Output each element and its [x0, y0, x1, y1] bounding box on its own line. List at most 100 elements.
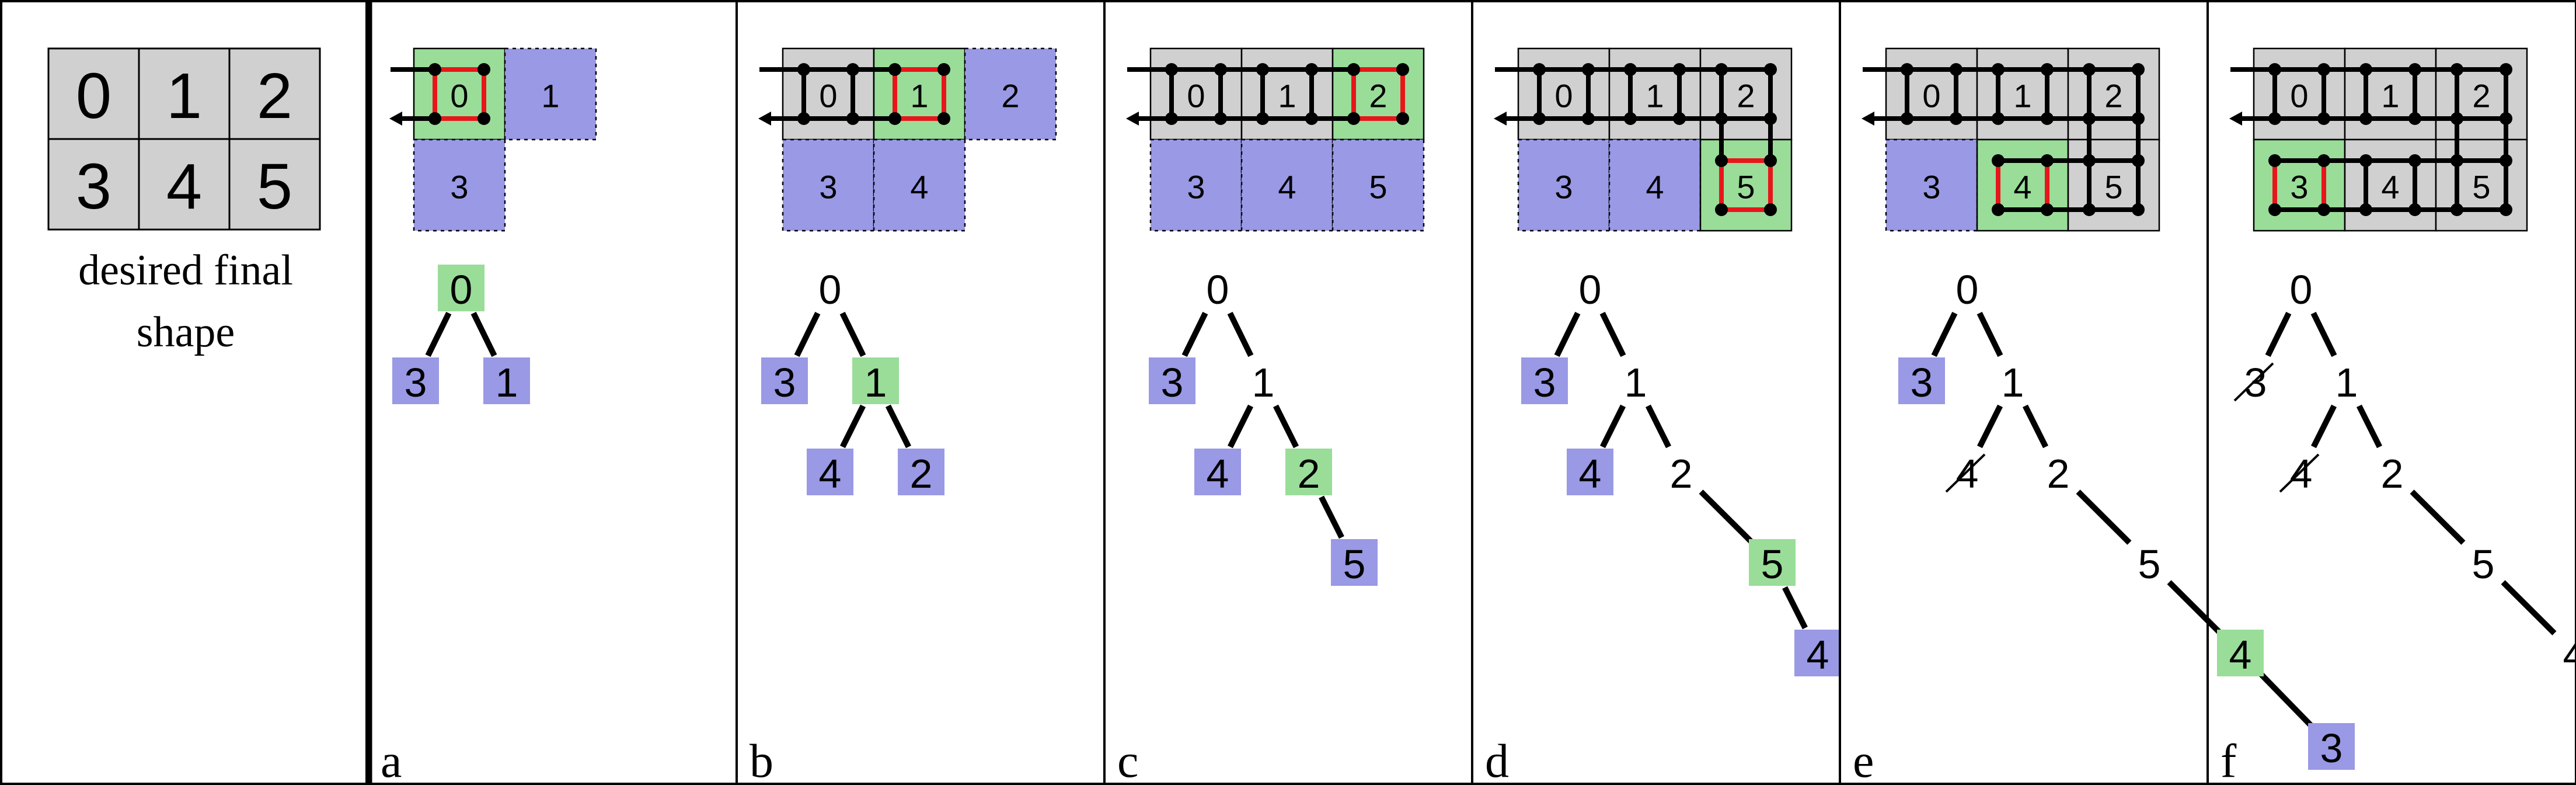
- tree-node-label: 4: [2563, 632, 2576, 678]
- legend-caption-line1: desired final: [78, 246, 293, 294]
- grid-cell-label: 3: [1187, 169, 1205, 206]
- tree-node-label: 3: [1161, 360, 1184, 405]
- grid-cell-frontier: [504, 47, 597, 141]
- path-chain: [1862, 63, 2145, 216]
- tree-node-label: 5: [1761, 541, 1784, 587]
- grid-cell-filled: [2253, 47, 2346, 141]
- grid-cell-label: 1: [910, 78, 928, 114]
- legend-cell-label: 2: [257, 60, 292, 132]
- panel-letter: e: [1853, 734, 1874, 785]
- tree-node-box-frontier: [1149, 357, 1195, 404]
- grid-cell-frontier: [1608, 138, 1702, 232]
- tree-node-label: 3: [773, 360, 796, 405]
- grid-cell-current: [1331, 47, 1425, 141]
- arrow-head: [1494, 112, 1507, 126]
- grid-cell-frontier: [873, 138, 966, 232]
- legend-cell: [138, 138, 231, 231]
- grid-cell-filled: [2344, 47, 2437, 141]
- grid-cell-label: 4: [2381, 169, 2399, 206]
- legend-cell: [138, 47, 231, 140]
- tree-node-box-frontier: [1194, 449, 1241, 495]
- grid-cell-label: 5: [1369, 169, 1387, 206]
- grid-cell-label: 2: [1001, 78, 1019, 114]
- arrow-head: [1126, 112, 1139, 126]
- tree-node-label: 2: [910, 451, 933, 496]
- path-chain: [1126, 63, 1409, 126]
- tree-edge: [839, 404, 866, 449]
- tree-edge: [1319, 495, 1344, 539]
- grid-cell-label: 2: [1737, 78, 1755, 114]
- panel-letter: f: [2221, 734, 2237, 785]
- tree-node-label: 0: [1956, 267, 1979, 312]
- tree-node-label: 1: [1252, 360, 1275, 405]
- tree-node-label: 3: [1911, 360, 1933, 405]
- tree-edge: [1931, 311, 1958, 357]
- tree-edge: [1227, 311, 1254, 357]
- panel-letter: d: [1485, 734, 1509, 785]
- grid-cell-filled: [1699, 47, 1793, 141]
- grid-cell-current: [1699, 138, 1793, 232]
- grid-cell-frontier: [1240, 138, 1334, 232]
- grid-cell-filled: [1608, 47, 1702, 141]
- strike-mark: [2279, 453, 2320, 493]
- grid-cell-label: 4: [2013, 169, 2031, 206]
- legend-cell-label: 4: [166, 151, 202, 223]
- tree-edge: [1977, 311, 2003, 357]
- tree-edge: [2410, 489, 2466, 545]
- tree-node-label: 4: [2229, 632, 2252, 678]
- tree-node-label: 0: [819, 267, 842, 312]
- grid-cell-filled: [2435, 138, 2528, 232]
- path-chain: [758, 63, 950, 126]
- tree-edge: [2310, 404, 2337, 449]
- tree-node-label: 3: [2320, 725, 2343, 771]
- path-chain: [2229, 63, 2512, 216]
- tree-edge: [1599, 404, 1626, 449]
- grid-cell-label: 4: [1646, 169, 1664, 206]
- tree-node-box-frontier: [392, 357, 439, 404]
- arrow-head: [758, 112, 771, 126]
- tree-edge: [1699, 489, 1755, 545]
- grid-cell-filled: [782, 47, 875, 141]
- grid-cell-current: [1976, 138, 2069, 232]
- grid-cell-label: 0: [1187, 78, 1205, 114]
- grid-cell-label: 2: [2472, 78, 2490, 114]
- tree-edge: [2310, 311, 2337, 357]
- tree-node-label: 0: [1207, 267, 1229, 312]
- strike-mark: [1945, 453, 1986, 493]
- tree-node-label: 5: [2472, 541, 2495, 587]
- path-chain: [1494, 63, 1777, 216]
- grid-cell-label: 5: [2104, 169, 2122, 206]
- tree-node-box-current: [1285, 449, 1332, 495]
- panel-letter: a: [381, 734, 402, 785]
- path-chain: [389, 63, 490, 126]
- tree-edge: [1645, 404, 1672, 449]
- tree-edge: [2356, 404, 2383, 449]
- grid-cell-frontier: [1331, 138, 1425, 232]
- tree-edge: [1181, 311, 1208, 357]
- tree-edge: [1599, 311, 1626, 357]
- grid-cell-label: 1: [1278, 78, 1296, 114]
- tree-node-label: 0: [1579, 267, 1602, 312]
- tree-node-label: 3: [405, 360, 427, 405]
- legend-cell-label: 1: [166, 60, 202, 132]
- arrow-head: [2229, 112, 2242, 126]
- tree-node-label: 1: [2336, 360, 2358, 405]
- tree-edge: [1782, 586, 1808, 630]
- panel-frame: [2206, 0, 2576, 785]
- arrow-head: [1862, 112, 1874, 126]
- legend-cell: [47, 138, 140, 231]
- tree-node-label: 0: [450, 267, 473, 312]
